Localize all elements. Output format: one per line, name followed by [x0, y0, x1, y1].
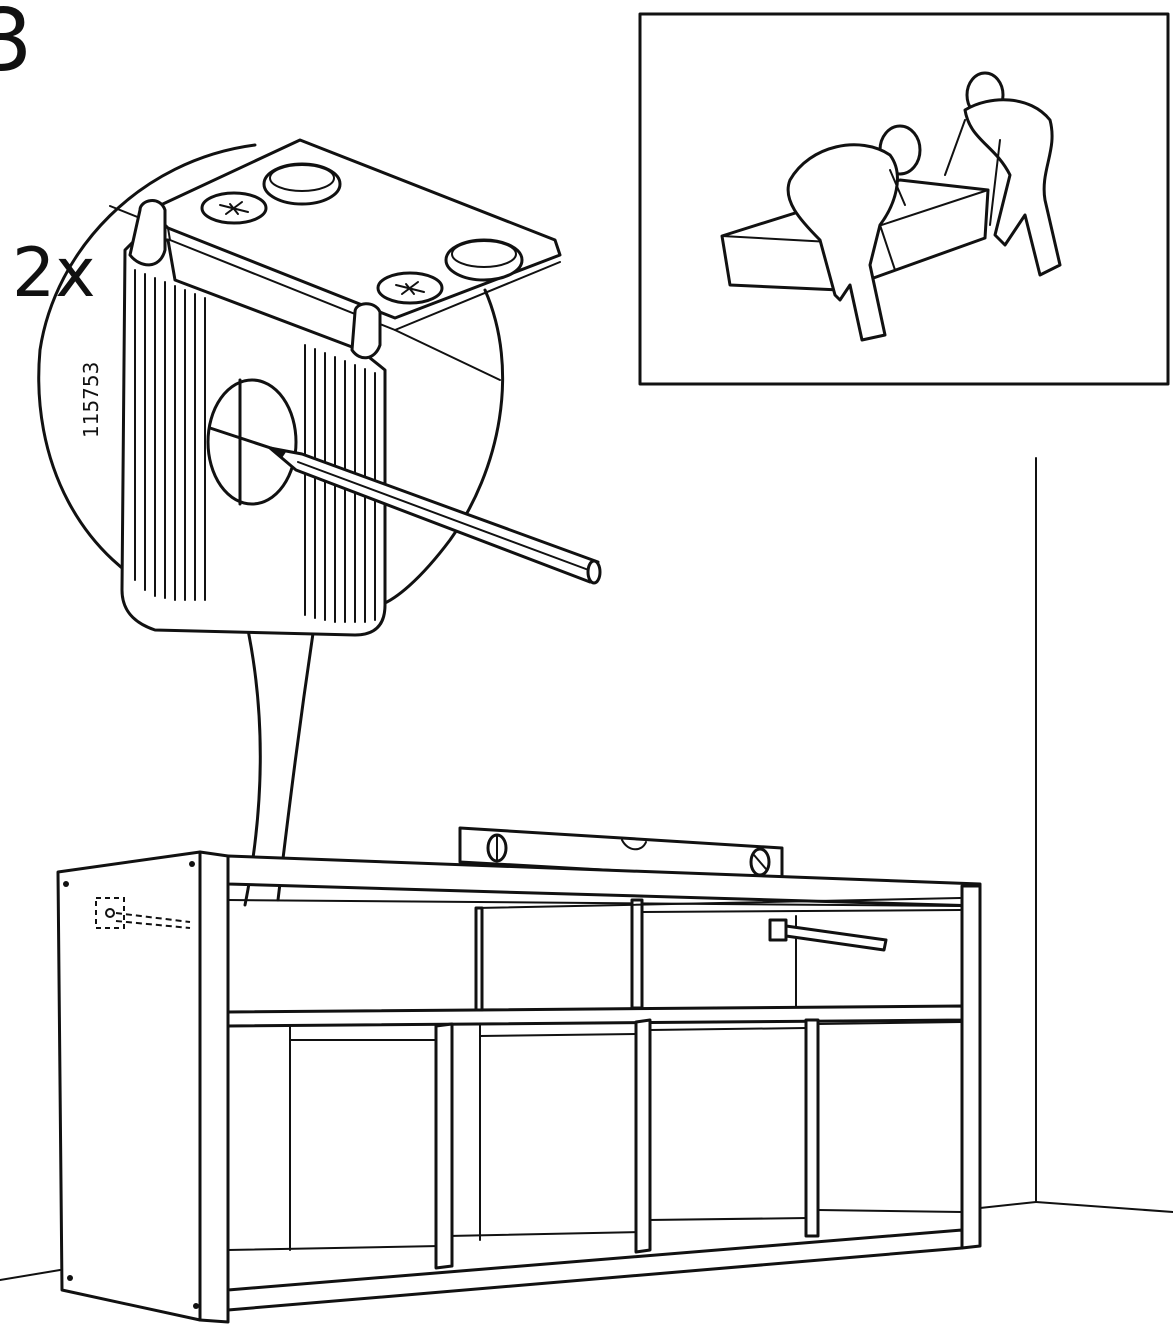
wall-bracket — [120, 138, 562, 637]
room-wall — [0, 457, 1173, 1281]
two-person-lift-inset — [638, 12, 1170, 386]
shelf-unit — [56, 850, 982, 1324]
part-number: 115753 — [79, 362, 103, 438]
spirit-level-icon — [458, 826, 784, 882]
pencil-icon — [268, 446, 602, 585]
step-number: 3 — [0, 0, 33, 91]
